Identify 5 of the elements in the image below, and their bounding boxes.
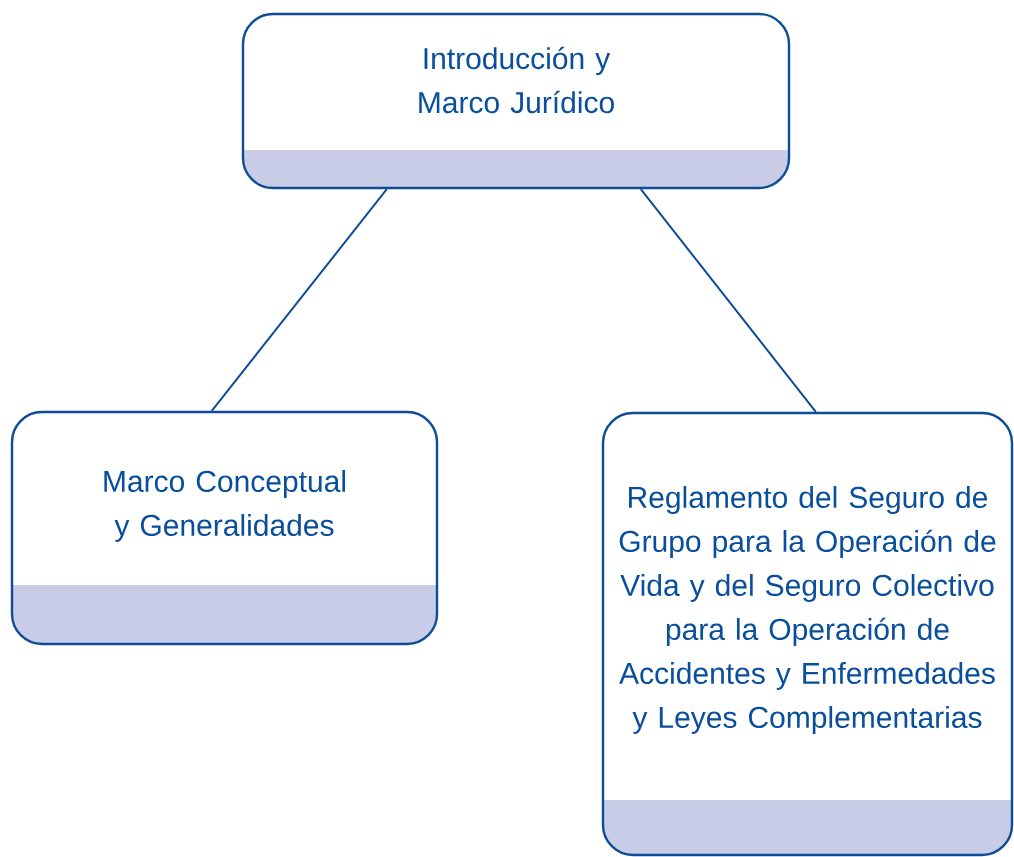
connector-line [210,188,388,412]
connector-line [639,188,817,413]
rounded-box: Marco Conceptual y Generalidades [10,410,439,646]
rounded-box: Introducción y Marco Jurídico [241,12,791,190]
rounded-box: Reglamento del Seguro de Grupo para la Operación de Vida y del Seguro Colectivo para la Operación de Accidentes y Enfermedades y Leyes Complementarias [601,411,1014,857]
